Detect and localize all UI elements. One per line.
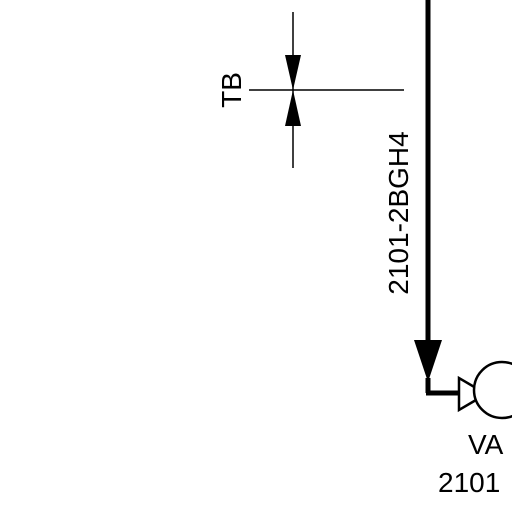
line-number-label: 2101-2BGH4 <box>383 131 414 294</box>
tb-arrow-up <box>285 90 301 126</box>
valve-body-icon <box>472 360 512 420</box>
flow-arrow <box>414 340 442 382</box>
component-tag-line2: 2101 <box>438 467 500 498</box>
tb-label: TB <box>216 72 247 108</box>
component-tag-line1: VA <box>468 429 504 460</box>
tb-arrow-down <box>285 55 301 90</box>
